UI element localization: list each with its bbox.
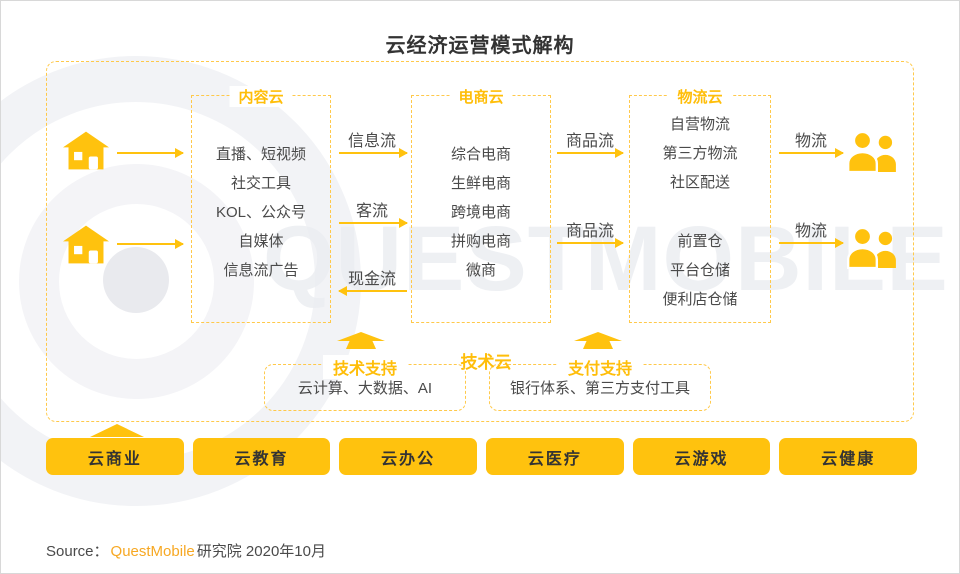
source-brand: QuestMobile [110,543,195,560]
flow-label-goods-top: 商品流 [565,133,614,150]
house-icon [63,225,109,265]
flow-label-logistics-top: 物流 [794,133,827,150]
cloud-category-row: 云商业 云教育 云办公 云医疗 云游戏 云健康 [46,438,918,475]
watermark-logo-dot-icon [103,247,169,313]
triangle-up-icon [90,424,144,437]
flow-label-customer: 客流 [355,203,388,220]
arrow-left-icon [338,286,407,296]
cloud-item: 便利店仓储 [662,291,738,308]
flow-label-info: 信息流 [347,133,396,150]
arrow-right-icon [339,218,408,228]
cloud-box-label: 电商云 [449,86,513,107]
source-suffix: 研究院 2020年10月 [196,543,326,560]
cloud-item: 社交工具 [230,175,291,192]
watermark-text: QUESTMOBILE [263,208,949,310]
cloud-box-content: 内容云 直播、短视频 社交工具 KOL、公众号 自媒体 信息流广告 [191,86,331,323]
cloud-item: 拼购电商 [450,233,511,250]
payment-support-box: 支付支持 银行体系、第三方支付工具 [489,355,711,411]
house-icon [63,131,109,171]
users-icon [846,130,900,174]
cloud-item: 自营物流 [669,116,730,133]
arrow-right-icon [557,238,624,248]
source-prefix: Source： [46,543,109,560]
chip-cloud-commerce: 云商业 [46,438,184,475]
cloud-item: 跨境电商 [450,204,511,221]
cloud-box-ecommerce: 电商云 综合电商 生鲜电商 跨境电商 拼购电商 微商 [411,86,551,323]
flow-label-cash: 现金流 [347,271,396,288]
chip-cloud-education: 云教育 [192,438,331,475]
tech-support-label: 技术支持 [322,355,408,379]
cloud-item: 自媒体 [238,233,284,250]
users-icon [846,226,900,270]
chip-cloud-medical: 云医疗 [486,438,624,475]
diagram-frame [46,61,914,422]
chip-cloud-health: 云健康 [779,438,918,475]
cloud-item: 综合电商 [450,146,511,163]
cloud-item: 社区配送 [669,174,730,191]
cloud-item: 生鲜电商 [450,175,511,192]
cloud-box-label: 内容云 [229,86,293,107]
arrow-right-icon [117,239,184,249]
cloud-box-label: 物流云 [668,86,732,107]
chip-cloud-office: 云办公 [339,438,478,475]
flow-label-logistics-bottom: 物流 [794,223,827,240]
payment-support-content: 银行体系、第三方支付工具 [509,380,690,397]
tech-cloud-label: 技术云 [460,353,512,372]
flow-label-goods-bottom: 商品流 [565,223,614,240]
arrow-right-icon [779,148,844,158]
arrow-right-icon [557,148,624,158]
cloud-item: 前置仓 [677,233,723,250]
cloud-item: 平台仓储 [669,262,730,279]
payment-support-label: 支付支持 [557,355,643,379]
cloud-item: 第三方物流 [662,145,738,162]
chip-cloud-gaming: 云游戏 [632,438,771,475]
tech-support-content: 云计算、大数据、AI [297,380,433,397]
cloud-item: 信息流广告 [223,262,299,279]
cloud-item: 直播、短视频 [215,146,306,163]
cloud-item: KOL、公众号 [215,204,306,221]
page-title: 云经济运营模式解构 [385,35,575,57]
arrow-right-icon [117,148,184,158]
block-up-arrow-icon [574,332,622,349]
arrow-right-icon [779,238,844,248]
cloud-box-logistics: 物流云 自营物流 第三方物流 社区配送 前置仓 平台仓储 便利店仓储 [629,86,771,323]
block-up-arrow-icon [337,332,385,349]
cloud-item: 微商 [465,262,496,279]
arrow-right-icon [339,148,408,158]
tech-support-box: 技术支持 云计算、大数据、AI [264,355,466,411]
